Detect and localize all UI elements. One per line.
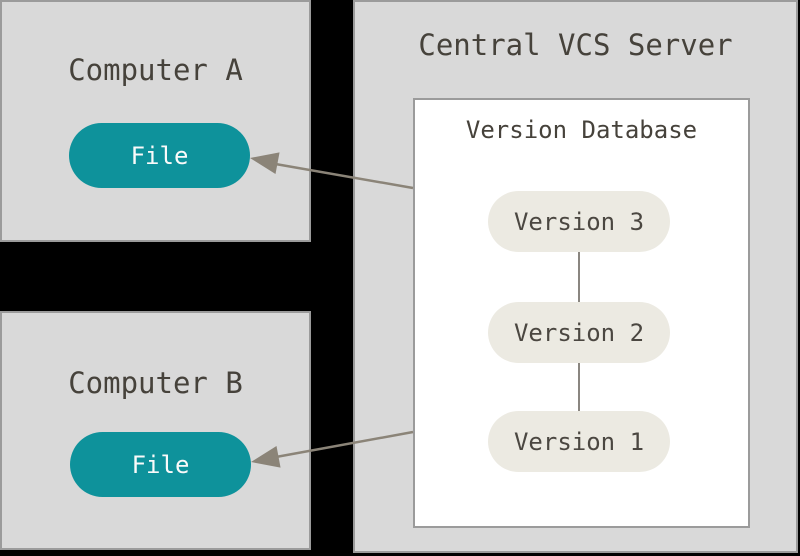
version-1-label: Version 1: [513, 427, 645, 456]
central-vcs-server-box: Central VCS Server Version Database Vers…: [353, 0, 798, 553]
connector-v2-v1: [578, 363, 580, 411]
version-3-pill: Version 3: [488, 191, 670, 252]
version-database-panel: Version Database Version 3 Version 2 Ver…: [413, 98, 750, 528]
computer-a-title: Computer A: [68, 53, 243, 87]
version-1-pill: Version 1: [488, 411, 670, 472]
computer-a-file-pill: File: [69, 123, 250, 188]
version-3-label: Version 3: [513, 207, 645, 236]
version-2-pill: Version 2: [488, 302, 670, 363]
computer-b-box: Computer B File: [0, 311, 311, 550]
computer-b-title: Computer B: [68, 366, 243, 400]
central-vcs-server-title: Central VCS Server: [418, 28, 733, 62]
computer-a-box: Computer A File: [0, 0, 311, 242]
version-database-title: Version Database: [465, 116, 698, 144]
computer-b-file-label: File: [131, 450, 190, 479]
computer-a-file-label: File: [130, 141, 189, 170]
computer-b-file-pill: File: [70, 432, 251, 497]
connector-v3-v2: [578, 252, 580, 302]
version-2-label: Version 2: [513, 318, 645, 347]
